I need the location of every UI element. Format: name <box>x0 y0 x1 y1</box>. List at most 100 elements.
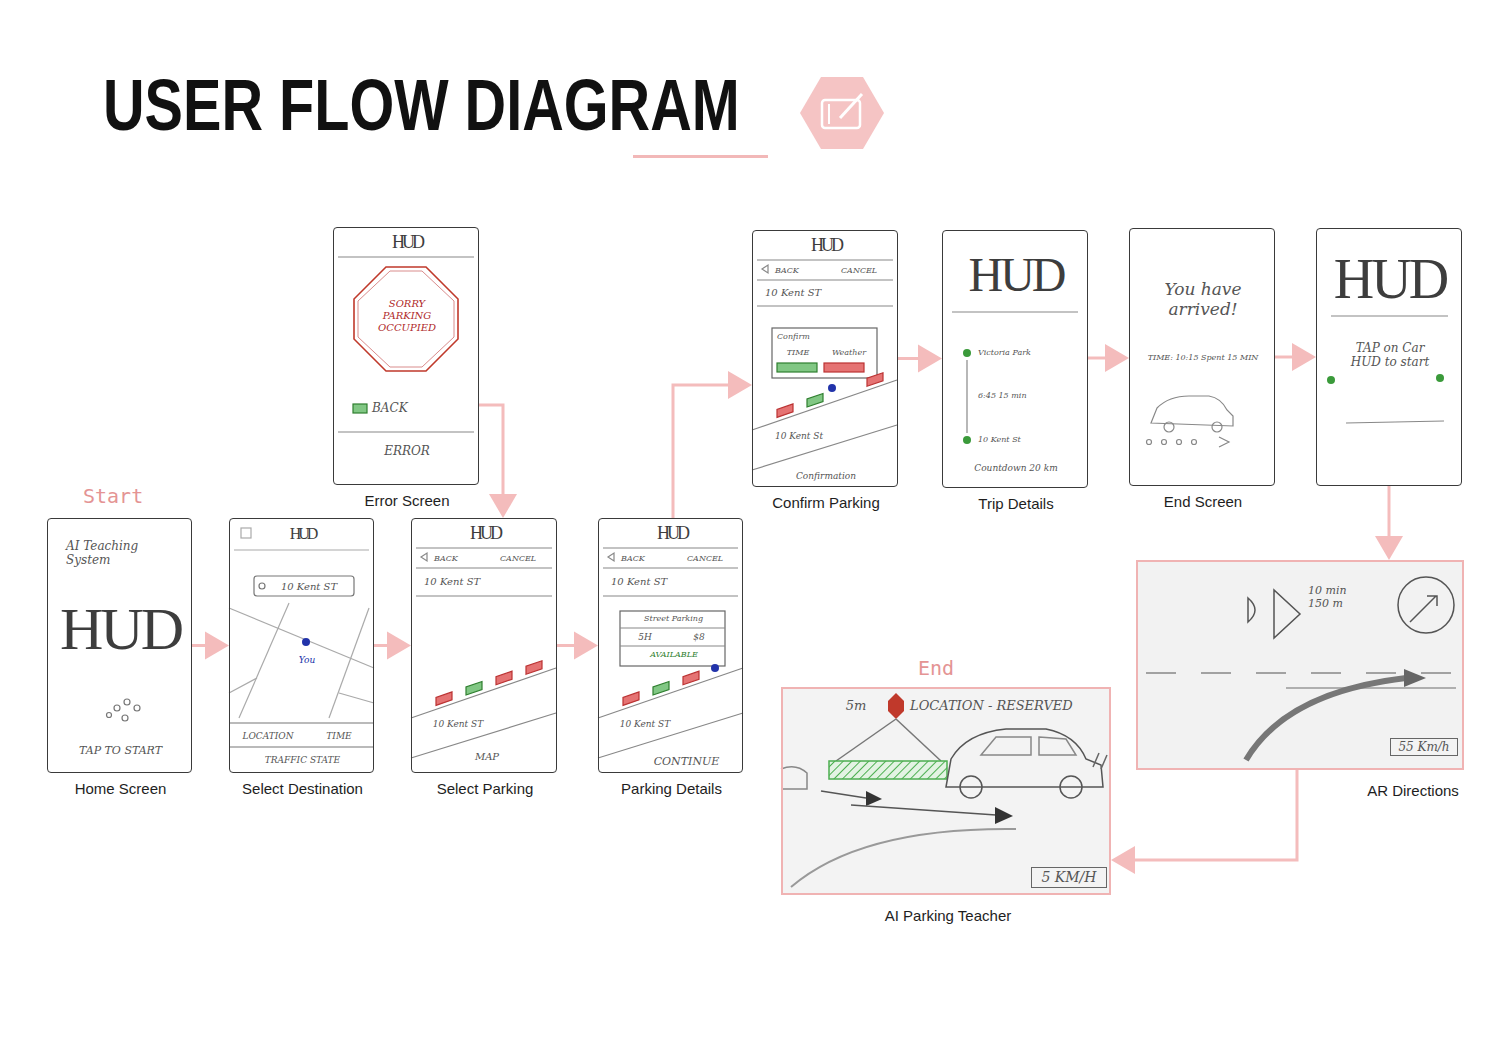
car-sketch <box>946 729 1103 787</box>
search-bar <box>254 576 354 596</box>
sketch-line <box>338 431 474 432</box>
diagram-title: USER FLOW DIAGRAM <box>103 69 740 141</box>
logo-text: HUD <box>953 251 1079 299</box>
screen-caption: AR Directions <box>1333 782 1493 800</box>
flow-marker: End <box>918 656 954 680</box>
sketch-text: 10 Kent St <box>978 435 1078 445</box>
sketch-line <box>1346 421 1444 423</box>
guide-arrow <box>866 791 882 806</box>
sketch-text: $8 <box>679 632 719 643</box>
route-dot <box>963 349 971 357</box>
target-marker <box>888 693 904 719</box>
trip-sketch <box>952 312 1078 444</box>
title-underline <box>633 155 768 158</box>
screen-caption: Trip Details <box>913 495 1119 513</box>
sketch-dot <box>107 713 112 718</box>
parking-slot <box>824 363 864 372</box>
sketch-line <box>603 547 738 548</box>
info-panel <box>772 328 877 378</box>
logo-text: HUD <box>230 526 375 542</box>
screen-caption: Select Parking <box>382 780 588 798</box>
map-street <box>229 678 257 693</box>
arrow-head <box>918 345 942 373</box>
title-hexagon <box>800 77 884 149</box>
guide-arrow <box>851 805 996 815</box>
screen-caption: Select Destination <box>200 780 405 798</box>
arrow-head <box>574 632 598 660</box>
sketch-line <box>416 595 552 596</box>
flow-marker: Start <box>83 484 143 508</box>
guide-line <box>836 719 896 761</box>
screen-card: Home ScreenAI Teaching SystemHUDTAP TO S… <box>47 518 192 773</box>
sketch-text: CANCEL <box>500 554 554 564</box>
sketch-dot <box>1327 376 1335 384</box>
parking-details-sketch <box>598 548 743 758</box>
arrow-line <box>1088 357 1105 360</box>
sketch-dot <box>114 705 120 711</box>
sketch-line <box>234 549 369 550</box>
parking-slot <box>623 692 639 706</box>
direction-shape <box>1274 590 1300 638</box>
road-edge <box>598 713 743 758</box>
sketch-line <box>1331 315 1448 316</box>
sketch-dot <box>1162 440 1167 445</box>
screen-caption: End Screen <box>1100 493 1306 511</box>
parking-slot <box>496 671 512 685</box>
sketch-text: 5m <box>835 698 877 714</box>
flow-arrow <box>1275 343 1316 371</box>
sketch-text: 10 Kent ST <box>765 287 885 299</box>
map-street <box>329 608 369 718</box>
car-wheel <box>960 776 982 798</box>
flow-arrow <box>192 632 229 660</box>
arrow-line <box>557 644 574 647</box>
flow-arrow <box>898 345 942 373</box>
sketch-text: AI Teaching System <box>66 539 166 568</box>
sketch-text: 10 Kent ST <box>424 576 544 588</box>
road-edge <box>752 380 897 430</box>
sketch-dot <box>1436 374 1444 382</box>
arrow-line <box>1388 486 1391 536</box>
screen-card: End ScreenYou have arrived!TIME: 10:15 S… <box>1129 228 1275 486</box>
parking-slot <box>867 373 883 387</box>
sketch-line <box>620 645 725 646</box>
arrow-line <box>673 385 728 518</box>
ar-ground <box>1136 560 1464 770</box>
location-pin <box>828 384 836 392</box>
arrow-line <box>1135 770 1297 860</box>
flow-arrow <box>1111 770 1297 874</box>
sketch-text: TRAFFIC STATE <box>240 755 365 766</box>
screen-card: Parking DetailsHUDBACKCANCEL10 Kent STSt… <box>598 518 743 773</box>
end-sketch <box>1147 396 1234 447</box>
sketch-text: 6:45 15 min <box>978 391 1078 401</box>
road-edge <box>752 425 897 470</box>
logo-text: HUD <box>412 524 558 542</box>
car-wheel <box>1212 422 1222 432</box>
sketch-line <box>416 567 552 568</box>
sketch-line <box>603 595 738 596</box>
route-arrow <box>1246 678 1406 760</box>
parking-slot <box>777 363 817 372</box>
sketch-text: 55 Km/h <box>1390 738 1458 756</box>
arrow-head <box>1105 344 1129 372</box>
sketch-text: BACK <box>621 554 666 564</box>
back-icon <box>421 553 427 561</box>
logo-text: HUD <box>599 524 745 542</box>
arrow-line <box>192 644 205 647</box>
sketch-dot <box>134 705 140 711</box>
sketch-text: You have arrived! <box>1142 279 1264 320</box>
guide-arrow <box>821 791 866 798</box>
screen-card: Select ParkingHUDBACKCANCEL10 Kent ST10 … <box>411 518 557 773</box>
ar-view: AI Parking Teacher5mLOCATION - RESERVED5… <box>781 687 1111 895</box>
arrow-line <box>898 357 918 360</box>
route-dot <box>963 436 971 444</box>
sketch-text: Confirmation <box>773 471 879 482</box>
screen-card: Select DestinationHUD10 Kent STYouLOCATI… <box>229 518 374 773</box>
arrow-head <box>387 632 411 660</box>
home-sketch <box>107 699 141 721</box>
car-wheel <box>1164 422 1174 432</box>
sketch-text: BACK <box>372 401 442 415</box>
sketch-text: 10 Kent ST <box>611 719 679 730</box>
tablet-icon <box>828 104 830 124</box>
